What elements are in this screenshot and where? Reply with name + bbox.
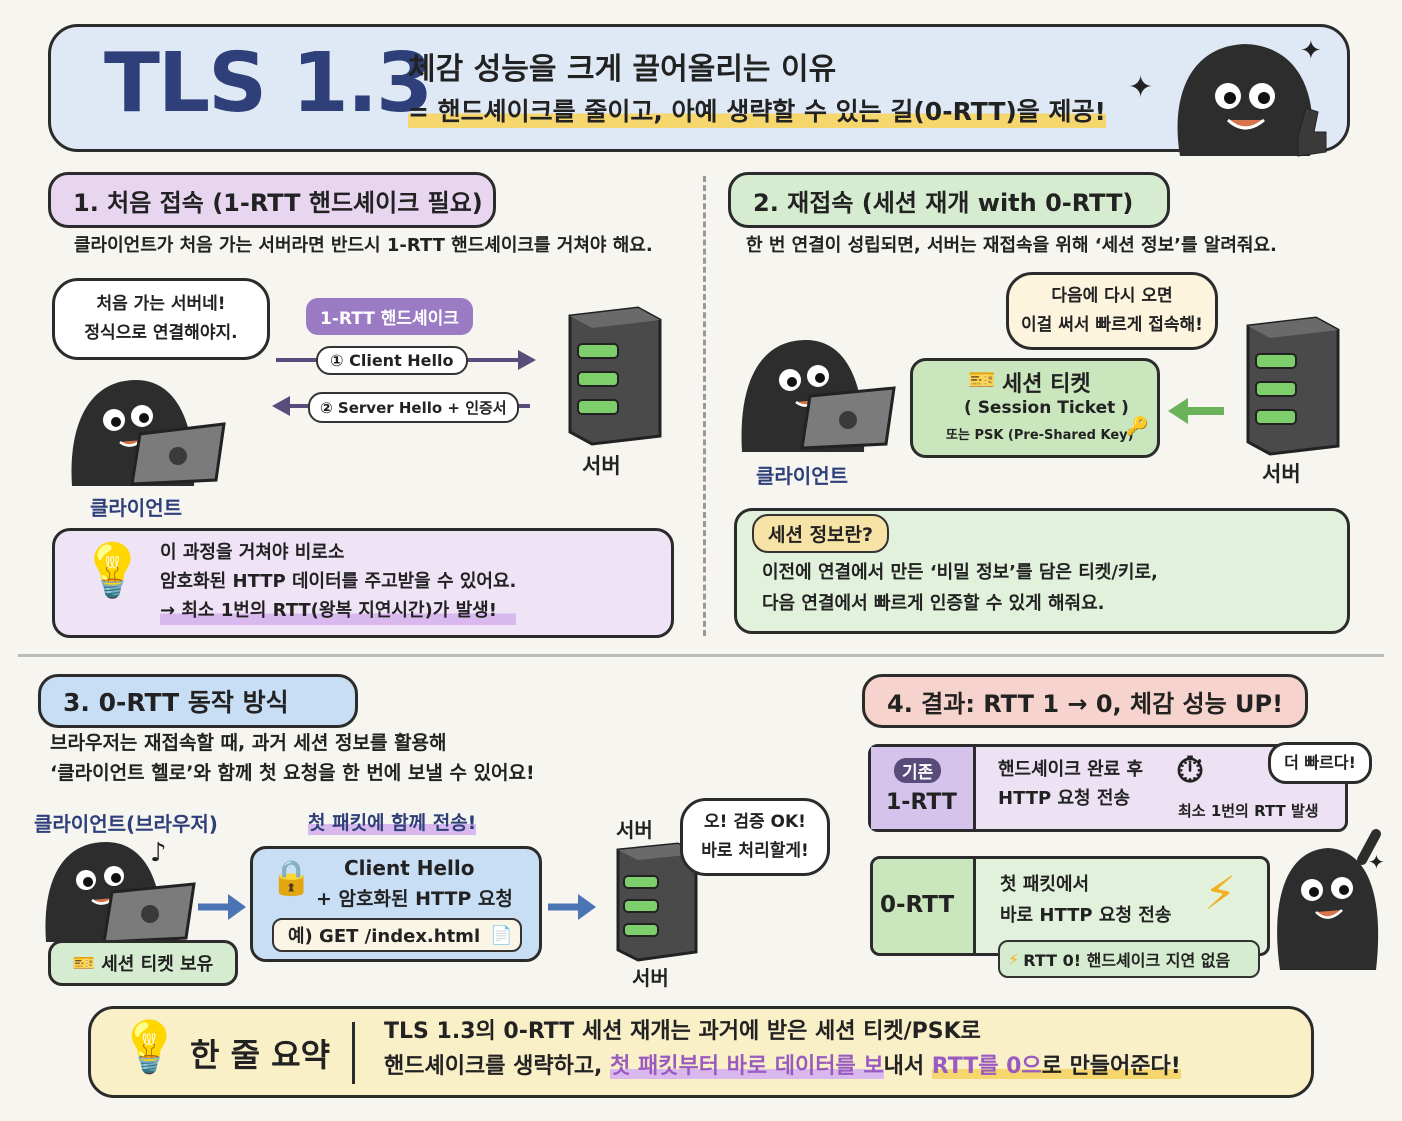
browser-client-label: 클라이언트(브라우저) bbox=[34, 812, 218, 836]
session-ticket-title: 세션 티켓 bbox=[1002, 372, 1091, 397]
summary-box bbox=[88, 1006, 1314, 1098]
session-ticket-owned-badge: 🎫 세션 티켓 보유 bbox=[48, 940, 238, 986]
section4-heading: 4. 결과: RTT 1 → 0, 체감 성능 UP! bbox=[862, 674, 1308, 728]
lightning-icon: ⚡ bbox=[1204, 866, 1237, 920]
rtt-note-text: 이 과정을 거쳐야 비로소 암호화된 HTTP 데이터를 주고받을 수 있어요.… bbox=[160, 538, 517, 626]
lightbulb-icon: 💡 bbox=[118, 1018, 181, 1076]
client-label: 클라이언트 bbox=[756, 464, 848, 488]
packet-example: 예) GET /index.html 📄 bbox=[272, 918, 522, 952]
client-label: 클라이언트 bbox=[90, 496, 182, 520]
old-1rtt-label-cell bbox=[871, 747, 976, 829]
ticket-icon: 🎫 bbox=[72, 952, 96, 974]
client-thought-bubble: 처음 가는 서버네! 정식으로 연결해야지. bbox=[52, 278, 270, 360]
page-tagline: = 핸드셰이크를 줄이고, 아예 생략할 수 있는 길(0-RTT)을 제공! bbox=[408, 92, 1106, 128]
psk-text: 또는 PSK (Pre-Shared Key) bbox=[946, 428, 1134, 443]
section1-heading: 1. 처음 접속 (1-RTT 핸드셰이크 필요) bbox=[48, 172, 496, 228]
section3-heading: 3. 0-RTT 동작 방식 bbox=[38, 674, 358, 728]
section-divider-horizontal bbox=[18, 654, 1384, 657]
section3-description: 브라우저는 재접속할 때, 과거 세션 정보를 활용해 ‘클라이언트 헬로’와 … bbox=[50, 732, 535, 785]
server-icon bbox=[616, 842, 698, 962]
server-label: 서버 bbox=[1262, 462, 1301, 486]
server-hello-message: ② Server Hello + 인증서 bbox=[308, 392, 519, 423]
server-ok-bubble: 오! 검증 OK! 바로 처리할게! bbox=[680, 798, 830, 876]
first-packet-label: 첫 패킷에 함께 전송! bbox=[308, 808, 477, 835]
new-0rtt-label-cell bbox=[873, 859, 976, 953]
session-info-tag: 세션 정보란? bbox=[752, 514, 890, 553]
sparkle-icon: ✦ bbox=[1368, 850, 1385, 874]
page-title: TLS 1.3 bbox=[104, 36, 433, 131]
old-1rtt-description: 핸드셰이크 완료 후 HTTP 요청 전송 bbox=[998, 759, 1144, 809]
music-note-icon: ♪ bbox=[150, 838, 167, 868]
server-label-top: 서버 bbox=[616, 818, 653, 842]
old-1rtt-label: 1-RTT bbox=[886, 790, 957, 815]
client-hello-message: ① Client Hello bbox=[316, 346, 468, 375]
mascot-thumbs-up-icon bbox=[1177, 44, 1327, 157]
section2-description: 한 번 연결이 성립되면, 서버는 재접속을 위해 ‘세션 정보’를 알려줘요. bbox=[746, 235, 1277, 256]
browser-mascot-laptop-icon bbox=[45, 842, 196, 944]
arrow-to-packet bbox=[198, 894, 246, 920]
arrow-to-server bbox=[548, 894, 596, 920]
section2-heading: 2. 재접속 (세션 재개 with 0-RTT) bbox=[728, 172, 1170, 228]
faster-bubble: 더 빠르다! bbox=[1268, 742, 1372, 784]
header-banner bbox=[48, 24, 1350, 152]
client-mascot-laptop-icon bbox=[71, 380, 226, 486]
handshake-tag: 1-RTT 핸드셰이크 bbox=[306, 298, 473, 335]
ticket-arrow bbox=[1168, 398, 1224, 424]
server-label-bottom: 서버 bbox=[632, 966, 669, 990]
server-label: 서버 bbox=[582, 454, 621, 478]
server-icon bbox=[568, 306, 662, 446]
stopwatch-icon: ⏱ bbox=[1176, 750, 1205, 791]
summary-separator bbox=[352, 1022, 355, 1084]
session-ticket-subtitle: ( Session Ticket ) bbox=[964, 398, 1129, 418]
new-0rtt-label: 0-RTT bbox=[880, 892, 955, 918]
page-subtitle: 체감 성능을 크게 끌어올리는 이유 bbox=[408, 52, 837, 87]
session-ticket-card bbox=[910, 358, 1160, 458]
packet-client-hello: Client Hello bbox=[344, 856, 475, 880]
old-tag: 기존 bbox=[894, 758, 942, 783]
packet-encrypted-request: + 암호화된 HTTP 요청 bbox=[316, 888, 513, 910]
lightning-icon: ⚡ bbox=[1008, 949, 1020, 969]
mascot-cheering-icon bbox=[1277, 829, 1381, 970]
summary-text: TLS 1.3의 0-RTT 세션 재개는 과거에 받은 세션 티켓/PSK로 … bbox=[384, 1019, 1181, 1080]
session-info-text: 이전에 연결에서 만든 ‘비밀 정보’를 담은 티켓/키로, 다음 연결에서 빠… bbox=[762, 562, 1158, 614]
new-0rtt-description: 첫 패킷에서 바로 HTTP 요청 전송 bbox=[1000, 874, 1172, 926]
section-divider-vertical bbox=[703, 176, 706, 636]
key-icon: 🔑 bbox=[1126, 416, 1149, 437]
lock-icon: 🔒 bbox=[270, 858, 313, 898]
ticket-icon: 🎫 bbox=[968, 368, 996, 393]
old-1rtt-note: 최소 1번의 RTT 발생 bbox=[1178, 802, 1319, 820]
sparkle-icon: ✦ bbox=[1300, 36, 1322, 66]
summary-title: 한 줄 요약 bbox=[190, 1036, 331, 1074]
document-icon: 📄 bbox=[490, 924, 513, 946]
client-mascot-laptop-icon bbox=[741, 340, 896, 452]
section1-description: 클라이언트가 처음 가는 서버라면 반드시 1-RTT 핸드셰이크를 거쳐야 해… bbox=[74, 235, 653, 256]
sparkle-icon: ✦ bbox=[1128, 70, 1154, 105]
server-icon bbox=[1246, 316, 1340, 456]
new-0rtt-note: ⚡ RTT 0! 핸드셰이크 지연 없음 bbox=[998, 940, 1260, 978]
server-speech-bubble: 다음에 다시 오면 이걸 써서 빠르게 접속해! bbox=[1006, 272, 1218, 350]
lightbulb-icon: 💡 bbox=[80, 541, 145, 601]
